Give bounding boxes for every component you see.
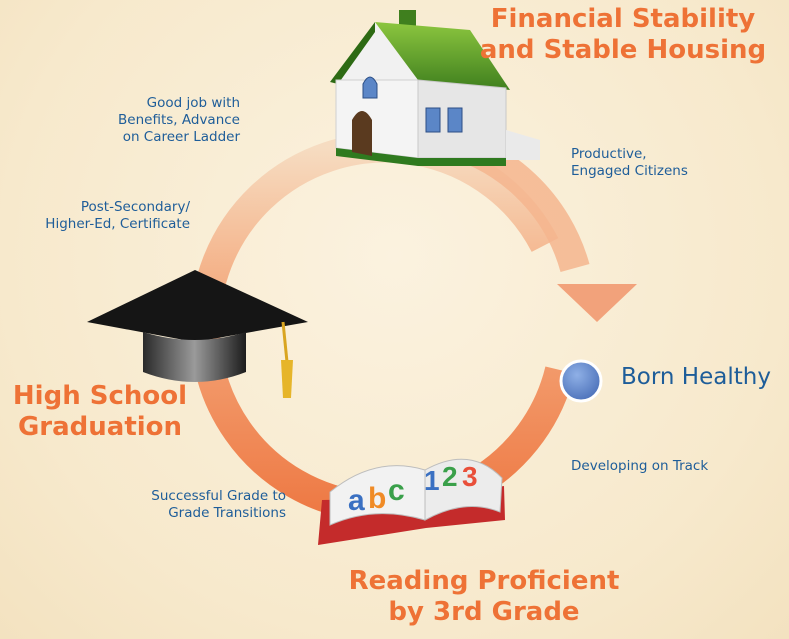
- circle-dot-icon: [559, 359, 603, 403]
- milestone-financial-line2: and Stable Housing: [479, 35, 767, 65]
- milestone-graduation-line1: High School: [12, 381, 188, 411]
- milestone-reading-line2: by 3rd Grade: [388, 597, 580, 627]
- milestone-financial-line1: Financial Stability: [490, 4, 756, 34]
- milestone-graduation-line2: Graduation: [17, 412, 183, 442]
- milestone-born-healthy: Born Healthy: [621, 364, 771, 390]
- transition-post-secondary: Post-Secondary/ Higher-Ed, Certificate: [10, 199, 190, 233]
- transition-good-job-line2: Benefits, Advance: [118, 112, 240, 128]
- transition-productive-line2: Engaged Citizens: [571, 163, 688, 179]
- transition-productive-line1: Productive,: [571, 146, 647, 162]
- milestone-financial-stability: Financial Stability and Stable Housing: [478, 4, 768, 66]
- graduation-cap-icon: [87, 270, 308, 398]
- house-icon: [330, 10, 540, 166]
- transition-post-secondary-line1: Post-Secondary/: [80, 199, 190, 215]
- transition-developing-on-track: Developing on Track: [571, 458, 709, 474]
- svg-text:c: c: [388, 474, 405, 507]
- svg-text:2: 2: [442, 461, 458, 492]
- transition-grade-to-grade: Successful Grade to Grade Transitions: [90, 488, 286, 522]
- milestone-reading-proficient: Reading Proficient by 3rd Grade: [334, 566, 634, 628]
- milestone-reading-line1: Reading Proficient: [348, 566, 620, 596]
- transition-grade-line2: Grade Transitions: [168, 505, 286, 521]
- transition-good-job-line1: Good job with: [146, 95, 240, 111]
- arrowhead-icon: [557, 284, 637, 322]
- svg-text:3: 3: [462, 461, 478, 492]
- svg-text:b: b: [368, 482, 386, 515]
- svg-text:a: a: [348, 484, 365, 517]
- svg-text:1: 1: [424, 465, 440, 496]
- milestone-high-school-graduation: High School Graduation: [0, 381, 200, 443]
- book-icon: a b c 1 2 3: [318, 458, 505, 545]
- transition-good-job: Good job with Benefits, Advance on Caree…: [70, 95, 240, 146]
- transition-post-secondary-line2: Higher-Ed, Certificate: [45, 216, 190, 232]
- transition-good-job-line3: on Career Ladder: [122, 129, 240, 145]
- transition-grade-line1: Successful Grade to: [151, 488, 286, 504]
- transition-productive-citizens: Productive, Engaged Citizens: [571, 146, 761, 180]
